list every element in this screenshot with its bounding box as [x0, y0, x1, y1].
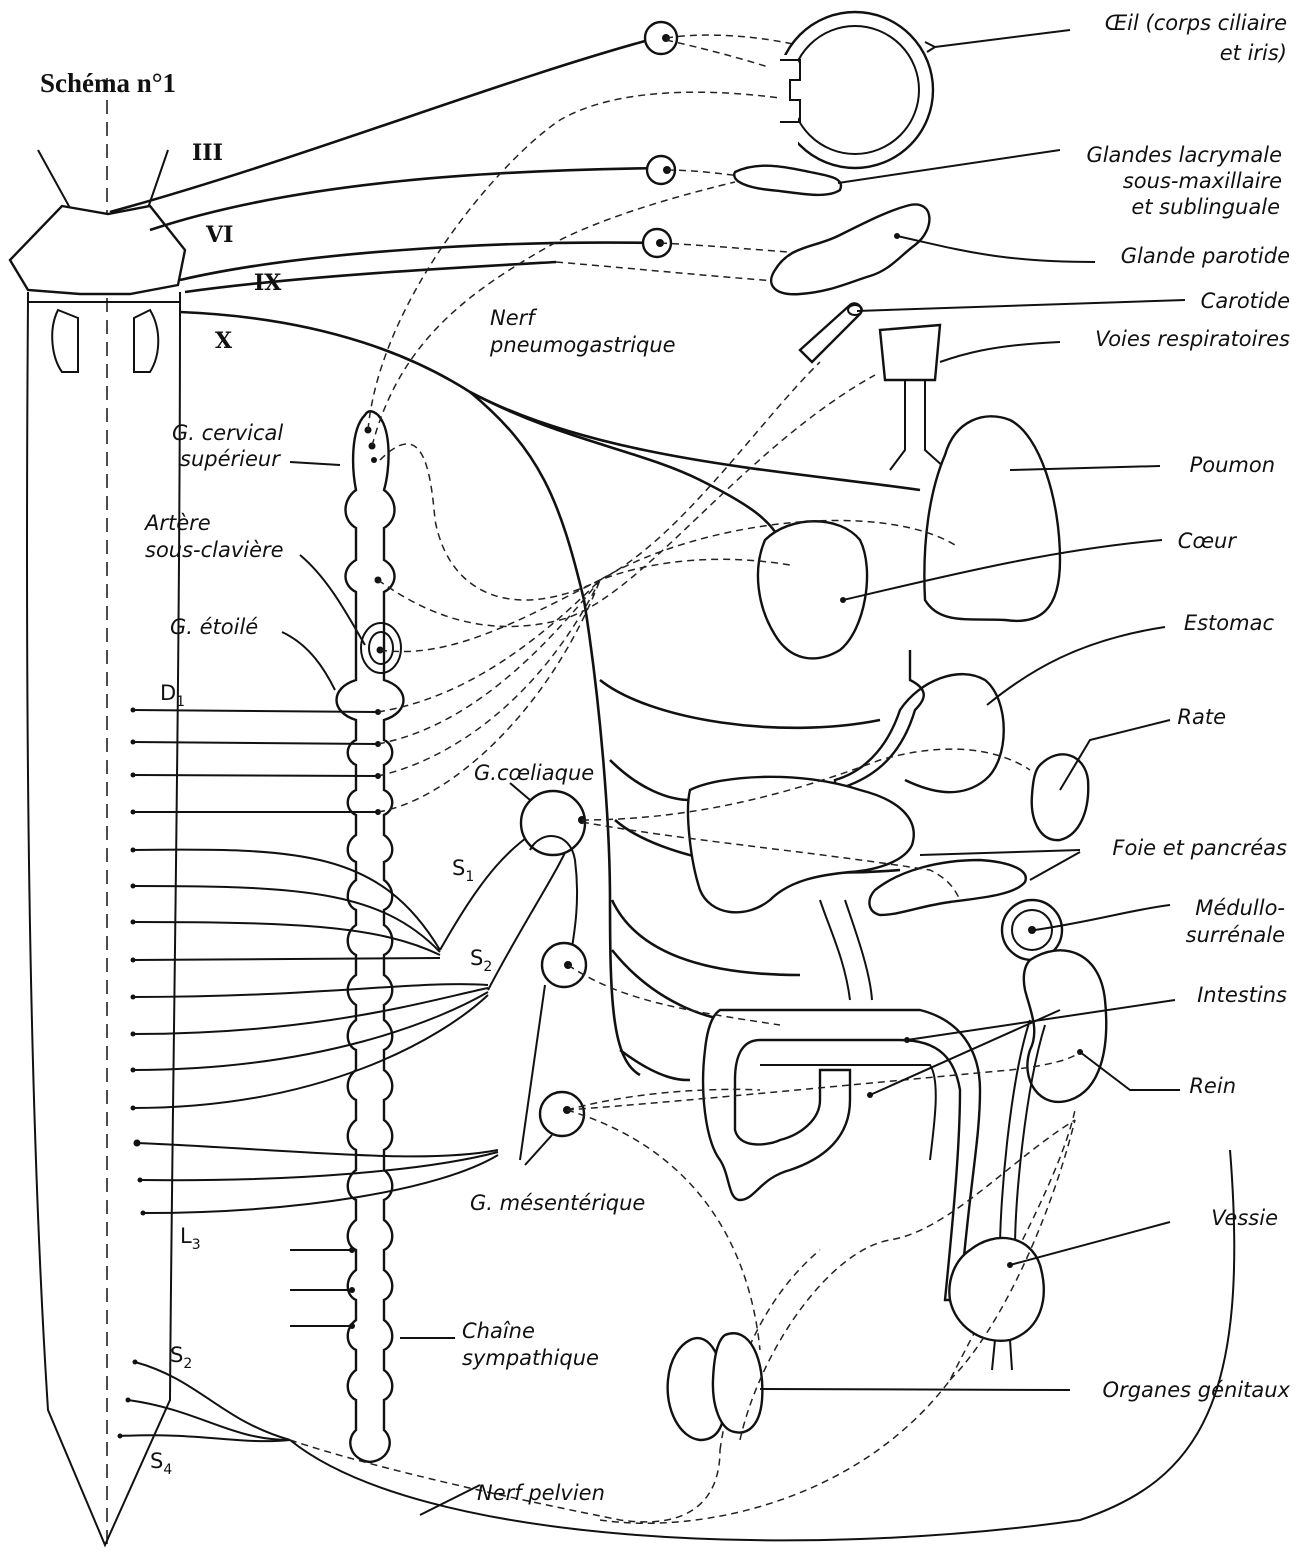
- label-superior-cervical-line2: supérieur: [180, 447, 281, 471]
- label-vagus-line2: pneumogastrique: [489, 333, 676, 357]
- label-eye-line1: Œil (corps ciliaire: [1105, 11, 1287, 35]
- ganglion-s1-label: S1: [452, 856, 474, 885]
- label-airways: Voies respiratoires: [1095, 327, 1290, 351]
- label-stellate-ganglion: G. étoilé: [170, 615, 258, 639]
- bladder-organ: [949, 1238, 1043, 1370]
- label-intestines: Intestins: [1197, 983, 1287, 1007]
- label-vagus-line1: Nerf: [490, 306, 538, 330]
- genital-organ: [668, 1333, 763, 1440]
- label-carotid: Carotide: [1201, 289, 1290, 313]
- carotid-organ: [800, 303, 862, 362]
- label-adrenal-line1: Médullo-: [1195, 896, 1285, 920]
- label-kidney: Rein: [1189, 1074, 1236, 1098]
- lacrimal-gland: [734, 166, 841, 195]
- intestine-organ: [703, 1010, 980, 1300]
- label-glands-line2: sous-maxillaire: [1123, 169, 1282, 193]
- label-stomach: Estomac: [1184, 611, 1275, 635]
- nerve-ix-label: IX: [254, 270, 282, 296]
- label-heart: Cœur: [1178, 529, 1238, 553]
- nerve-vi-label: VI: [205, 222, 233, 248]
- label-subclavian-line1: Artère: [143, 511, 211, 535]
- label-bladder: Vessie: [1211, 1206, 1278, 1230]
- segment-s2-label: S2: [170, 1343, 192, 1372]
- label-sympathetic-chain-line2: sympathique: [462, 1346, 599, 1370]
- label-subclavian-line2: sous-clavière: [145, 538, 284, 562]
- label-sympathetic-chain-line1: Chaîne: [462, 1319, 535, 1343]
- sympathetic-chain: [337, 411, 404, 1462]
- label-lung: Poumon: [1190, 453, 1275, 477]
- label-mesenteric-ganglion: G. mésentérique: [470, 1191, 645, 1215]
- label-eye-line2: et iris): [1220, 41, 1287, 65]
- eye-organ: [768, 12, 933, 168]
- label-spleen: Rate: [1177, 705, 1226, 729]
- stomach-organ: [835, 650, 1004, 792]
- segment-s4-label: S4: [150, 1449, 172, 1478]
- ganglion-s2-label: S2: [470, 946, 492, 975]
- nerve-x-label: X: [215, 328, 233, 354]
- kidney-organ: [1024, 950, 1106, 1102]
- label-glands-line1: Glandes lacrymale: [1086, 143, 1282, 167]
- heart-organ: [758, 521, 867, 658]
- label-adrenal-line2: surrénale: [1186, 923, 1285, 947]
- brainstem: [10, 150, 185, 372]
- spleen-organ: [1032, 754, 1089, 840]
- segment-l3-label: L3: [180, 1224, 201, 1253]
- label-pelvic-nerve: Nerf pelvien: [477, 1481, 605, 1505]
- spinal-root-markers: [118, 708, 146, 1439]
- label-liver-pancreas: Foie et pancréas: [1112, 836, 1287, 860]
- lung-organ: [880, 325, 1060, 621]
- parotid-gland: [771, 204, 929, 294]
- liver-pancreas-organ: [688, 777, 1026, 1000]
- label-parotid: Glande parotide: [1121, 244, 1290, 268]
- label-glands-line3: et sublinguale: [1131, 195, 1280, 219]
- label-superior-cervical-line1: G. cervical: [172, 421, 283, 445]
- pelvic-nerve: [120, 1110, 1234, 1540]
- diagram-title: Schéma n°1: [40, 68, 176, 98]
- nerve-iii-label: III: [192, 140, 223, 166]
- cranial-ganglia: [643, 22, 677, 257]
- segment-d1-label: D1: [160, 681, 185, 710]
- label-genital-organs: Organes génitaux: [1103, 1378, 1291, 1402]
- label-coeliac-ganglion: G.cœliaque: [474, 761, 594, 785]
